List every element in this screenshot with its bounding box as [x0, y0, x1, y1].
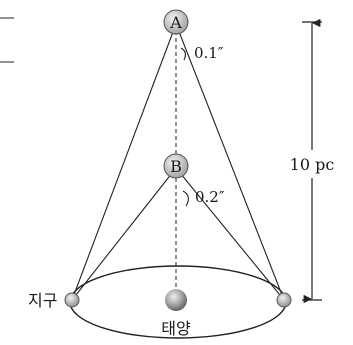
earth-left: [64, 292, 80, 308]
sightline-b-right: [175, 167, 285, 301]
star-b-label: B: [170, 157, 182, 176]
sun-label: 태양: [161, 319, 191, 338]
star-a: [163, 9, 189, 35]
star-a-label: A: [169, 13, 182, 32]
sightline-a-left: [71, 23, 177, 301]
distance-label-bg: [276, 152, 348, 176]
angle-a-label: 0.1″: [194, 44, 224, 62]
angle-arc-b: [182, 190, 189, 207]
sightline-b-left: [71, 167, 177, 301]
sun: [165, 289, 187, 311]
earth-right: [276, 292, 292, 308]
earth-label: 지구: [28, 291, 57, 310]
angle-b-label: 0.2″: [195, 188, 225, 206]
angle-arc-a: [180, 47, 187, 61]
sightline-a-right: [175, 23, 285, 301]
distance-label: 10 pc: [290, 155, 335, 174]
star-b: [163, 153, 189, 179]
